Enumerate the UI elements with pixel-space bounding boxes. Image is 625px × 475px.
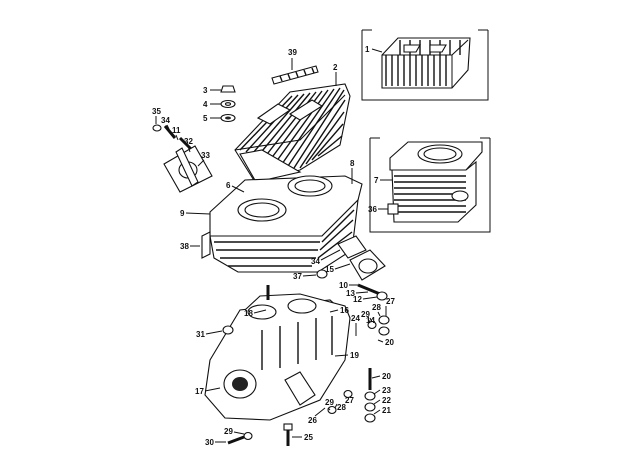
callout-20a: 20 bbox=[385, 338, 394, 347]
strip-part-39 bbox=[271, 65, 319, 85]
callout-8: 8 bbox=[350, 159, 355, 168]
plug-part-36 bbox=[387, 203, 399, 215]
callout-31: 31 bbox=[196, 330, 205, 339]
callout-34a: 34 bbox=[161, 116, 170, 125]
callout-23: 23 bbox=[382, 386, 391, 395]
callout-35: 35 bbox=[152, 107, 161, 116]
callout-36: 36 bbox=[368, 205, 377, 214]
callout-34b: 34 bbox=[311, 257, 320, 266]
cylinder-head bbox=[234, 83, 351, 183]
inset-cylinder-head bbox=[361, 29, 489, 101]
intake-flange bbox=[316, 235, 386, 281]
callout-18: 18 bbox=[244, 309, 253, 318]
callout-16: 16 bbox=[340, 306, 349, 315]
callout-6: 6 bbox=[226, 181, 231, 190]
callout-29c: 29 bbox=[224, 427, 233, 436]
callout-1: 1 bbox=[365, 45, 370, 54]
hardware-right bbox=[357, 283, 390, 336]
callout-20b: 20 bbox=[382, 372, 391, 381]
callout-29a: 29 bbox=[361, 310, 370, 319]
callout-27b: 27 bbox=[345, 396, 354, 405]
inset-cylinder bbox=[369, 137, 491, 233]
callout-33: 33 bbox=[201, 151, 210, 160]
callout-labels: 1 2 3 4 5 6 7 8 9 10 11 12 13 14 15 16 1 bbox=[152, 45, 395, 447]
callout-5: 5 bbox=[203, 114, 208, 123]
studs-34-35-11 bbox=[152, 124, 194, 152]
hardware-bottom bbox=[227, 368, 376, 446]
callout-25: 25 bbox=[304, 433, 313, 442]
callout-17: 17 bbox=[195, 387, 204, 396]
callout-38: 38 bbox=[180, 242, 189, 251]
callout-15: 15 bbox=[325, 265, 334, 274]
hardware-3-4-5 bbox=[220, 85, 236, 123]
callout-9: 9 bbox=[180, 209, 185, 218]
callout-3: 3 bbox=[203, 86, 208, 95]
callout-10: 10 bbox=[339, 281, 348, 290]
callout-19: 19 bbox=[350, 351, 359, 360]
callout-27a: 27 bbox=[386, 297, 395, 306]
callout-2: 2 bbox=[333, 63, 338, 72]
callout-29b: 29 bbox=[325, 398, 334, 407]
callout-28a: 28 bbox=[372, 303, 381, 312]
callout-13: 13 bbox=[346, 289, 355, 298]
callout-26: 26 bbox=[308, 416, 317, 425]
callout-24: 24 bbox=[351, 314, 360, 323]
callout-39: 39 bbox=[288, 48, 297, 57]
callout-22: 22 bbox=[382, 396, 391, 405]
callout-12: 12 bbox=[353, 295, 362, 304]
gasket-part-33 bbox=[163, 145, 213, 193]
callout-4: 4 bbox=[203, 100, 208, 109]
callout-21: 21 bbox=[382, 406, 391, 415]
part-38 bbox=[201, 231, 211, 259]
crankcase bbox=[204, 293, 351, 421]
callout-28b: 28 bbox=[337, 403, 346, 412]
callout-11: 11 bbox=[172, 126, 181, 135]
callout-7: 7 bbox=[374, 176, 379, 185]
callout-30: 30 bbox=[205, 438, 214, 447]
cylinder-block bbox=[209, 175, 363, 273]
callout-32: 32 bbox=[184, 137, 193, 146]
callout-37: 37 bbox=[293, 272, 302, 281]
